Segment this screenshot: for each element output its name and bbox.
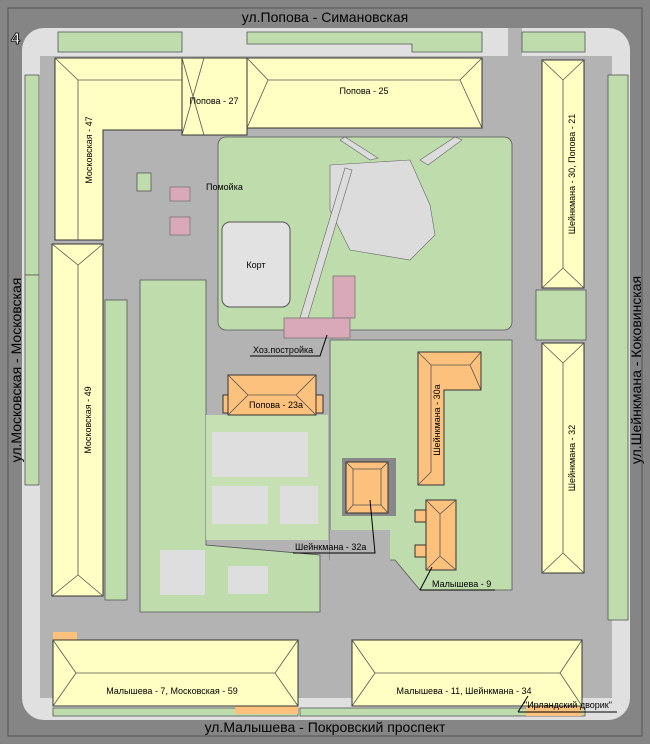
sheinkmana-32a-label: Шейнкмана - 32а [295, 542, 366, 552]
lawn [607, 74, 629, 621]
lawn [104, 299, 128, 601]
svg-text:Шейнкмана - 32: Шейнкмана - 32 [567, 425, 577, 491]
lawn [521, 31, 586, 53]
sheinkmana-32a-leader [293, 499, 376, 554]
svg-text:Попова - 23а: Попова - 23а [249, 400, 303, 410]
north-arrow-icon: 4 [11, 31, 20, 48]
street-label-right: ул.Шейнкмана - Коковинская [628, 276, 644, 464]
shed-leader [250, 334, 328, 357]
driveway [330, 530, 390, 580]
court-label: Корт [246, 260, 265, 270]
lawn [535, 289, 587, 341]
svg-text:Шейнкмана - 30а: Шейнкмана - 30а [432, 384, 442, 455]
building-moskovskaya-49: Московская - 49 [51, 243, 104, 597]
street-label-bottom: ул.Малышева - Покровский проспект [205, 719, 446, 735]
irish-yard-label: "Ирландский дворик" [524, 700, 612, 710]
parking [280, 486, 318, 524]
malysheva-9-label: Малышева - 9 [432, 579, 491, 589]
lawn [57, 31, 183, 53]
shed-label: Хоз.постройка [253, 345, 313, 355]
building-malysheva-9 [414, 499, 457, 571]
lawn [139, 279, 321, 613]
svg-text:Малышева - 7, Московская - 59: Малышева - 7, Московская - 59 [106, 686, 238, 696]
svg-text:Малышева - 11, Шейнкмана - 34: Малышева - 11, Шейнкмана - 34 [397, 686, 532, 696]
street-label-top: ул.Попова - Симановская [242, 9, 408, 25]
svg-text:Шейнкмана - 30, Попова - 21: Шейнкмана - 30, Попова - 21 [567, 114, 577, 234]
lawn [246, 31, 483, 53]
lawn [24, 74, 40, 276]
svg-text:Попова - 27: Попова - 27 [189, 96, 238, 106]
building-malysheva-7: Малышева - 7, Московская - 59 [52, 639, 299, 707]
street-label-left: ул.Московская - Московская [8, 278, 24, 463]
parking [228, 566, 268, 594]
malysheva-9-leader [419, 566, 495, 591]
dump-container [169, 186, 191, 202]
building-sheinkmana-30-popova-21: Шейнкмана - 30, Попова - 21 [541, 59, 585, 289]
court [221, 221, 291, 308]
building-sheinkmana-30a: Шейнкмана - 30а [417, 351, 482, 486]
map-frame [7, 7, 643, 737]
shed-building [332, 275, 356, 319]
svg-text:Московская - 47: Московская - 47 [84, 116, 94, 183]
lawn [24, 274, 40, 486]
side-driveway [508, 28, 522, 128]
svg-text:Попова - 25: Попова - 25 [339, 86, 388, 96]
parking [160, 550, 205, 595]
dump-label: Помойка [206, 182, 243, 192]
annex [53, 632, 77, 640]
shed-building [283, 317, 351, 339]
building-sheinkmana-32: Шейнкмана - 32 [541, 342, 585, 574]
svg-text:Московская - 49: Московская - 49 [83, 386, 93, 453]
lawn [136, 172, 152, 192]
parking [212, 432, 308, 477]
parking [212, 486, 268, 524]
building-sheinkmana-32a [342, 458, 396, 516]
annex [526, 706, 582, 716]
building-malysheva-11: Малышева - 11, Шейнкмана - 34 [351, 639, 583, 707]
building-popova-25: Попова - 25 [246, 57, 483, 129]
irish-yard-leader [517, 695, 617, 713]
building-popova-27: Попова - 27 [181, 57, 248, 136]
building-moskovskaya-47: Московская - 47 [54, 57, 183, 241]
building-popova-23a: Попова - 23а [222, 374, 324, 416]
annex [235, 706, 298, 714]
dump-container [169, 216, 191, 236]
